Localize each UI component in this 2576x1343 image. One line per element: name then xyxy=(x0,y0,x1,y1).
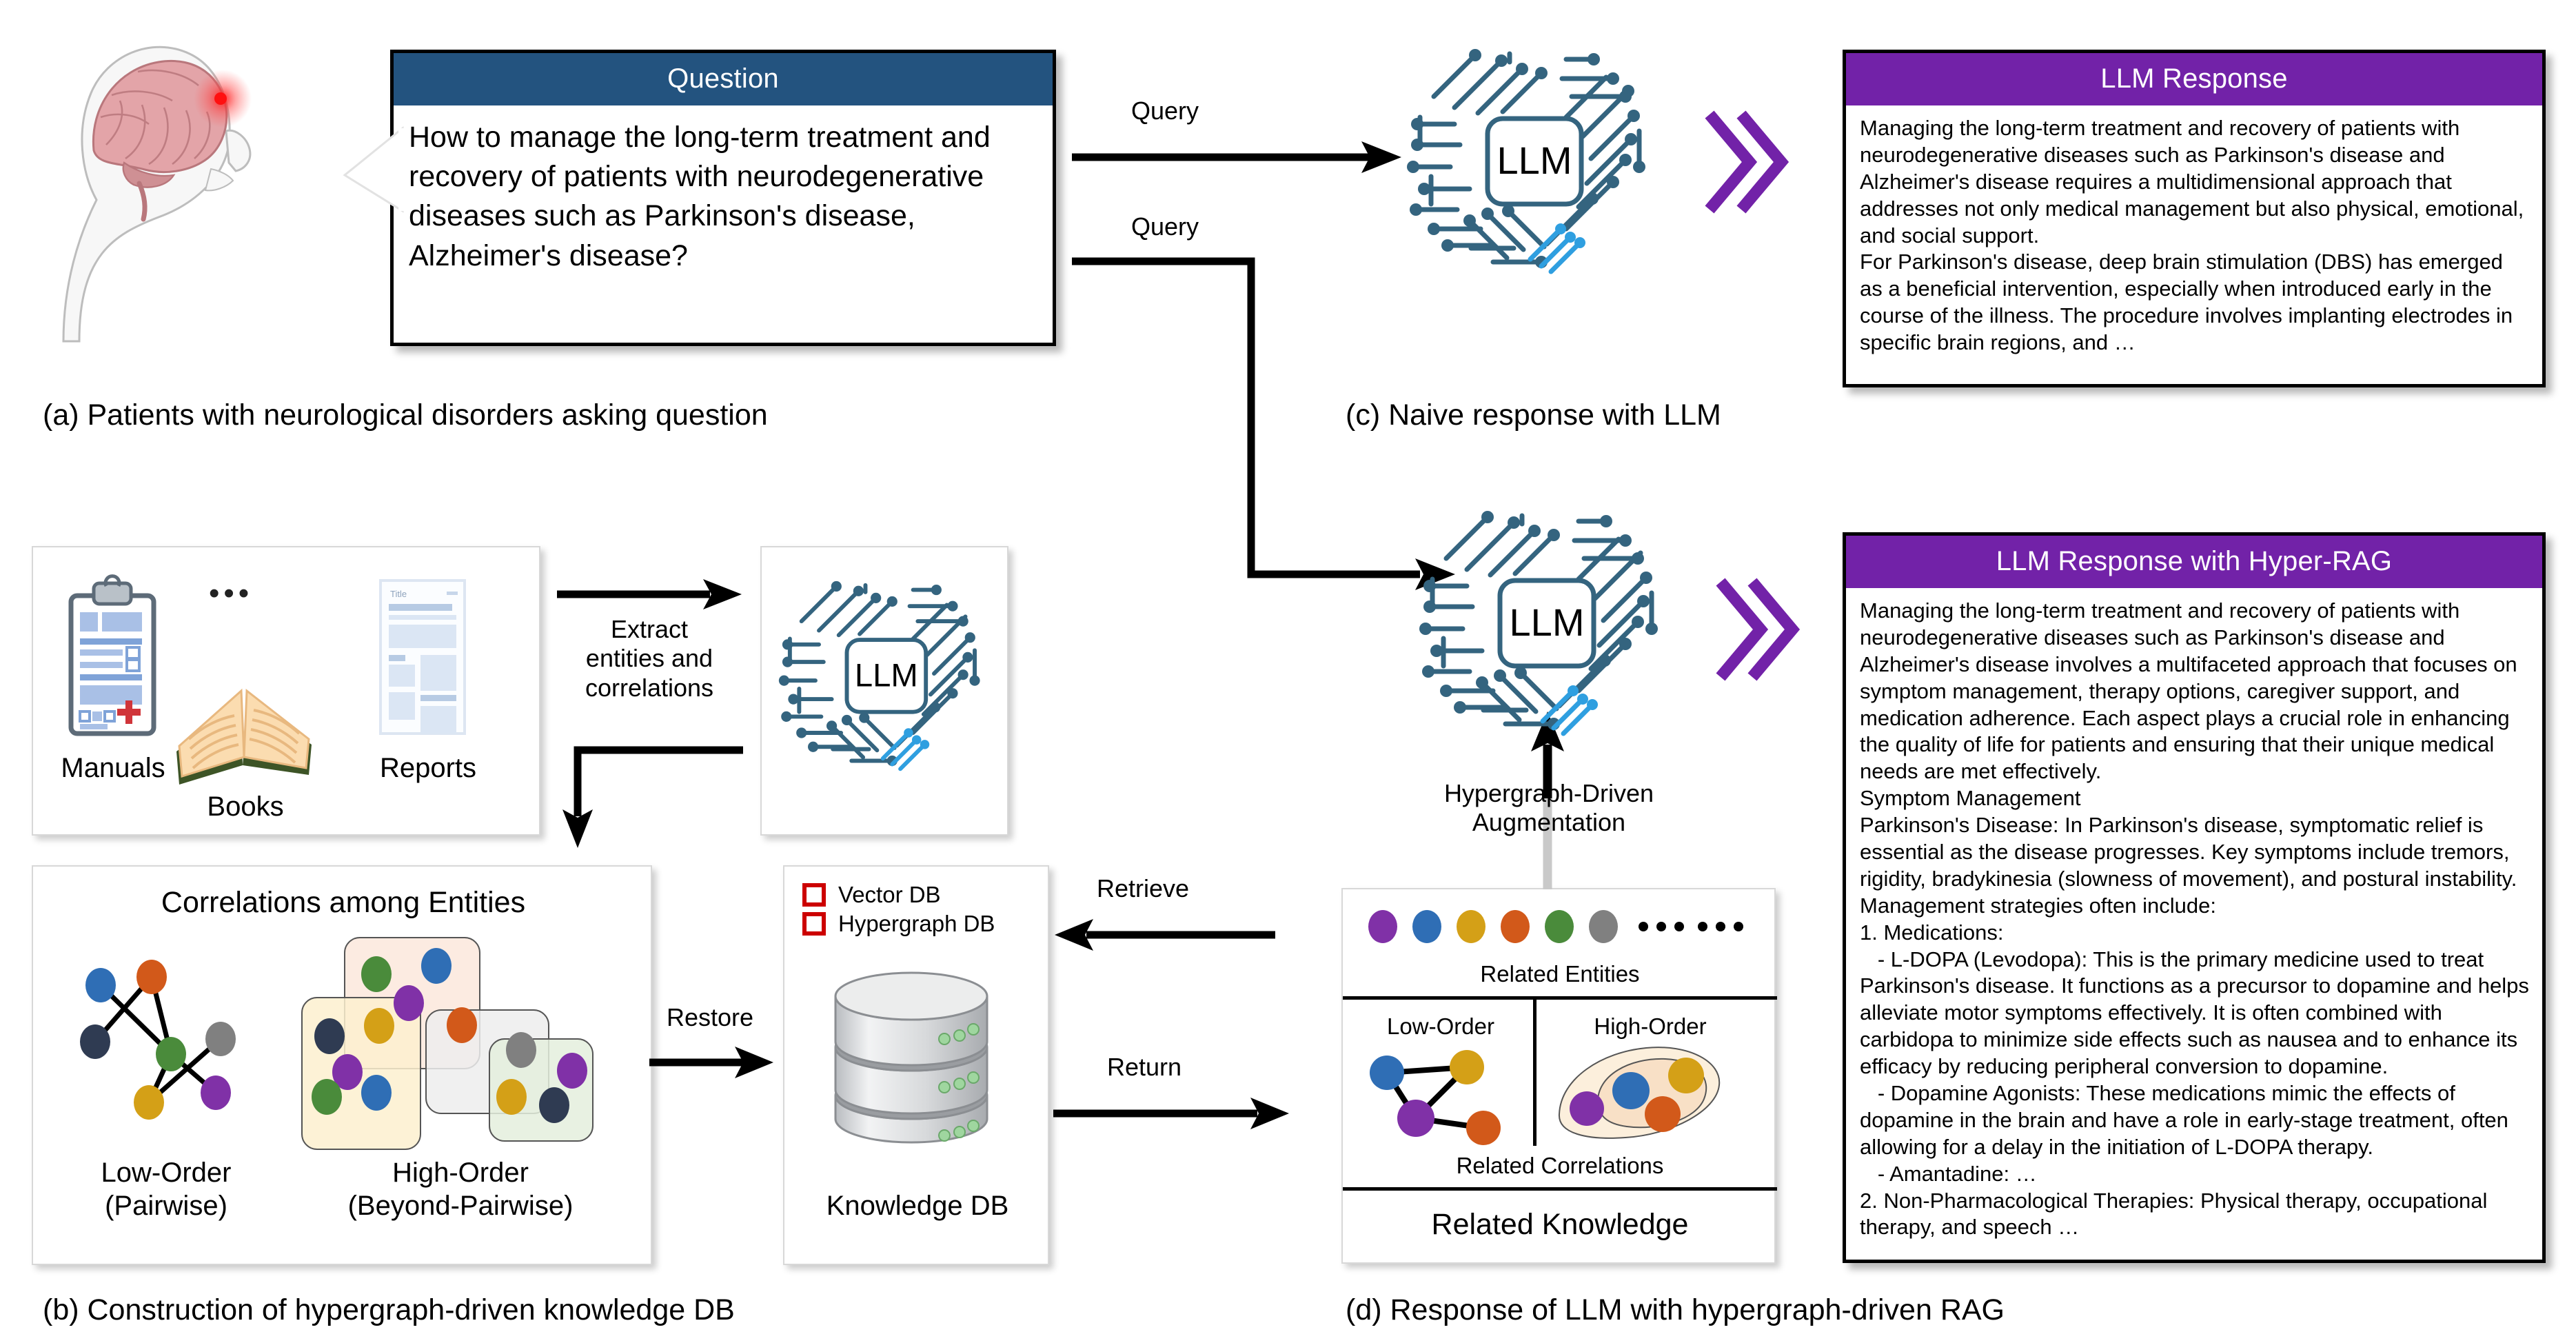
query-top-arrow xyxy=(1072,141,1403,173)
legend-label-hypergraph-db: Hypergraph DB xyxy=(838,911,995,936)
related-knowledge-label: Related Knowledge xyxy=(1431,1208,1689,1241)
return-label: Return xyxy=(1106,1053,1182,1081)
reports-icon: Title xyxy=(378,578,467,736)
label-manuals: Manuals xyxy=(61,753,165,783)
knowledge-db-panel: Vector DB Hypergraph DB Kno xyxy=(783,865,1049,1265)
related-correlations-label: Related Correlations xyxy=(1456,1153,1664,1178)
correlations-title: Correlations among Entities xyxy=(161,886,526,919)
related-high-order-label: High-Order xyxy=(1594,1013,1707,1039)
extract-label: Extract entities and correlations xyxy=(585,615,714,702)
label-reports: Reports xyxy=(379,753,477,783)
query-top-label: Query xyxy=(1130,97,1199,125)
knowledge-db-label: Knowledge DB xyxy=(826,1191,1009,1221)
manuals-icon xyxy=(68,574,157,739)
related-entities-label: Related Entities xyxy=(1480,961,1640,987)
caption-c: (c) Naive response with LLM xyxy=(1346,398,1721,432)
llm-icon-label-naive: LLM xyxy=(1497,139,1572,182)
database-cylinder-icon xyxy=(829,948,994,1169)
llm-icon-extractor: LLM xyxy=(778,574,993,774)
sources-ellipsis: ••• xyxy=(209,576,254,610)
sources-panel: ••• Title xyxy=(32,546,540,836)
rag-response-header: LLM Response with Hyper-RAG xyxy=(1846,536,2542,588)
extract-arrow-down xyxy=(562,746,747,849)
legend-label-vector-db: Vector DB xyxy=(838,882,941,907)
patient-illustration xyxy=(48,28,338,352)
related-knowledge-panel: Related Entities Low-Order High-Order xyxy=(1341,888,1777,1264)
report-thumb-title: Title xyxy=(390,589,407,599)
restore-label: Restore xyxy=(666,1003,754,1031)
augmentation-label: Hypergraph-Driven Augmentation xyxy=(1443,779,1654,837)
low-order-graph xyxy=(68,956,288,1142)
augmentation-arrow xyxy=(1529,709,1566,889)
question-card-header: Question xyxy=(394,53,1053,105)
low-order-label: Low-Order (Pairwise) xyxy=(101,1158,232,1221)
divider-entities xyxy=(1343,996,1777,1000)
legend-marker-hypergraph-db xyxy=(802,912,826,936)
retrieve-arrow xyxy=(1055,919,1275,951)
books-icon xyxy=(168,670,320,794)
retrieve-label: Retrieve xyxy=(1096,874,1190,902)
high-order-label: High-Order (Beyond-Pairwise) xyxy=(347,1158,574,1221)
related-low-order-graph xyxy=(1366,1049,1518,1146)
naive-response-card: LLM Response Managing the long-term trea… xyxy=(1843,50,2546,387)
query-bottom-label: Query xyxy=(1130,212,1199,241)
high-order-hypergraph xyxy=(301,934,605,1150)
legend-hypergraph-db: Hypergraph DB xyxy=(802,911,995,937)
llm-icon-naive: LLM xyxy=(1406,41,1661,276)
label-books: Books xyxy=(207,791,284,822)
correlations-panel: Correlations among Entities xyxy=(32,865,652,1265)
divider-vertical xyxy=(1533,1000,1537,1146)
caption-a: (a) Patients with neurological disorders… xyxy=(43,398,768,432)
llm-extractor-panel: LLM xyxy=(760,546,1008,836)
chevron-icon-naive xyxy=(1703,110,1789,214)
question-card: Question How to manage the long-term tre… xyxy=(390,50,1056,346)
caption-d: (d) Response of LLM with hypergraph-driv… xyxy=(1346,1293,2005,1326)
naive-response-text: Managing the long-term treatment and rec… xyxy=(1860,116,2524,355)
related-high-order-hypergraph xyxy=(1554,1042,1733,1146)
related-entities-dots xyxy=(1363,905,1756,949)
llm-icon-label-extractor: LLM xyxy=(855,658,918,694)
legend-marker-vector-db xyxy=(802,883,826,907)
legend-vector-db: Vector DB xyxy=(802,882,941,908)
chevron-icon-rag xyxy=(1714,578,1801,681)
caption-b: (b) Construction of hypergraph-driven kn… xyxy=(43,1293,735,1326)
related-low-order-label: Low-Order xyxy=(1387,1013,1494,1039)
divider-correlations xyxy=(1343,1187,1777,1191)
naive-response-header: LLM Response xyxy=(1846,53,2542,105)
rag-response-text: Managing the long-term treatment and rec… xyxy=(1860,598,2529,1240)
speech-bubble-tail xyxy=(342,124,404,214)
query-bottom-arrow xyxy=(1072,257,1458,609)
llm-icon-label-rag: LLM xyxy=(1510,600,1585,644)
question-card-text: How to manage the long-term treatment an… xyxy=(409,121,999,272)
restore-arrow xyxy=(649,1047,775,1078)
llm-icon-rag: LLM xyxy=(1419,503,1674,738)
rag-response-card: LLM Response with Hyper-RAG Managing the… xyxy=(1843,532,2546,1263)
return-arrow xyxy=(1053,1098,1290,1129)
extract-arrow-top xyxy=(557,579,743,609)
